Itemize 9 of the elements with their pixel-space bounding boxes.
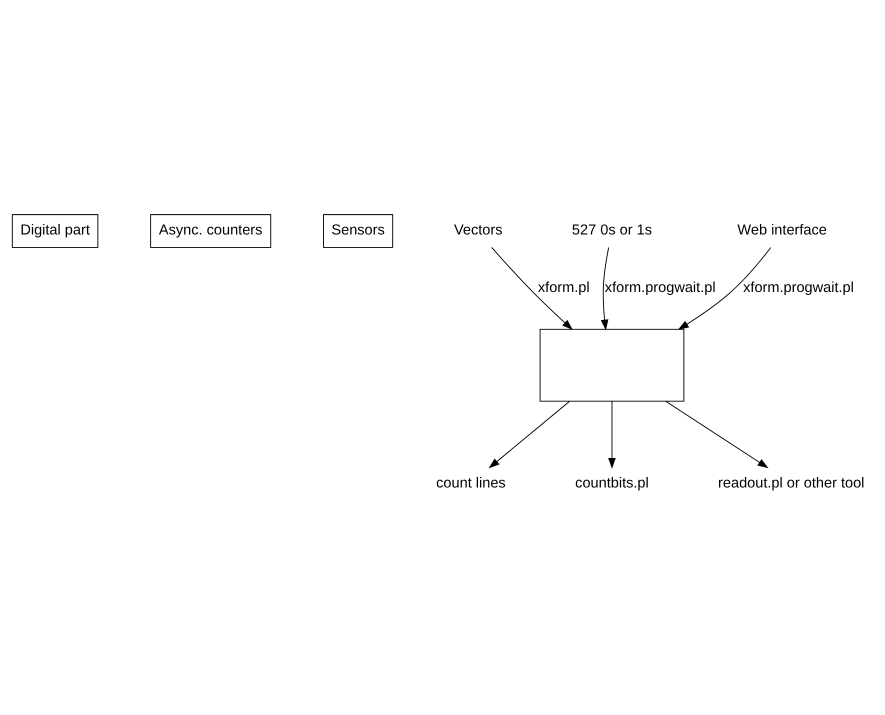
- node-text: 527 0s or 1s: [572, 222, 652, 238]
- edge-label: xform.progwait.pl: [604, 280, 716, 296]
- edge-label: xform.pl: [538, 280, 590, 296]
- edge-label: xform.progwait.pl: [743, 280, 854, 296]
- node-text: Web interface: [737, 222, 827, 238]
- node-text: countbits.pl: [575, 475, 649, 492]
- node-text: Vectors: [454, 222, 502, 238]
- node-text: readout.pl or other tool: [718, 475, 864, 492]
- node-text: count lines: [436, 475, 506, 492]
